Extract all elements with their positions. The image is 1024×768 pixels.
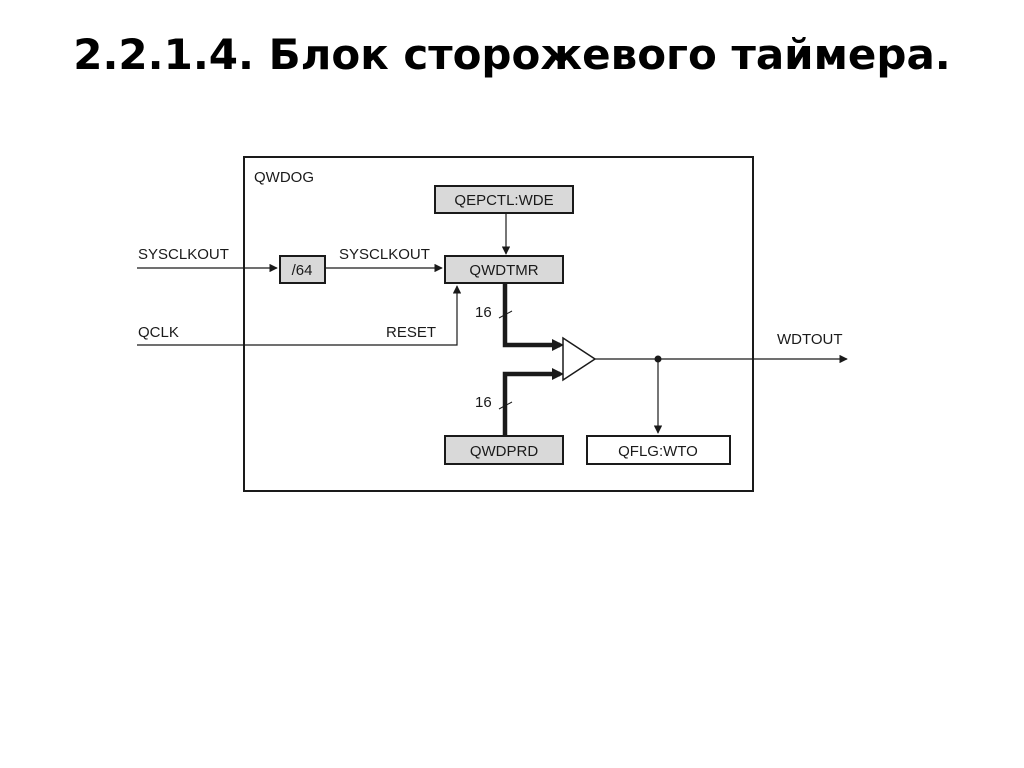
wde-register-block [434, 185, 574, 214]
flag-register-label: QFLG:WTO [618, 443, 698, 460]
wde-register-label: QEPCTL:WDE [454, 192, 553, 209]
period-bus [502, 371, 560, 436]
qwdog-module-frame [243, 156, 754, 492]
reset-label: RESET [386, 324, 436, 341]
flag-register-block [586, 435, 731, 465]
comparator-icon [562, 336, 597, 382]
divider-label: /64 [292, 262, 313, 279]
period-bus-width-label: 16 [475, 394, 492, 411]
timer-bus [502, 283, 560, 348]
period-register-block [444, 435, 564, 465]
sysclkout-input-label: SYSCLKOUT [138, 246, 229, 263]
timer-register-label: QWDTMR [469, 262, 538, 279]
reset-line [137, 285, 462, 346]
sysclkout-internal-label: SYSCLKOUT [339, 246, 430, 263]
timer-bus-arrowhead [552, 339, 564, 351]
qclk-input-label: QCLK [138, 324, 179, 341]
timer-bus-width-label: 16 [475, 304, 492, 321]
divider-block [279, 255, 326, 284]
timer-bus-width-tick [498, 310, 513, 319]
wdtout-label: WDTOUT [777, 331, 843, 348]
period-bus-width-tick [498, 401, 513, 410]
module-label: QWDOG [254, 169, 314, 186]
slide-title: 2.2.1.4. Блок сторожевого таймера. [73, 30, 951, 79]
period-bus-arrowhead [552, 368, 564, 380]
period-register-label: QWDPRD [470, 443, 538, 460]
